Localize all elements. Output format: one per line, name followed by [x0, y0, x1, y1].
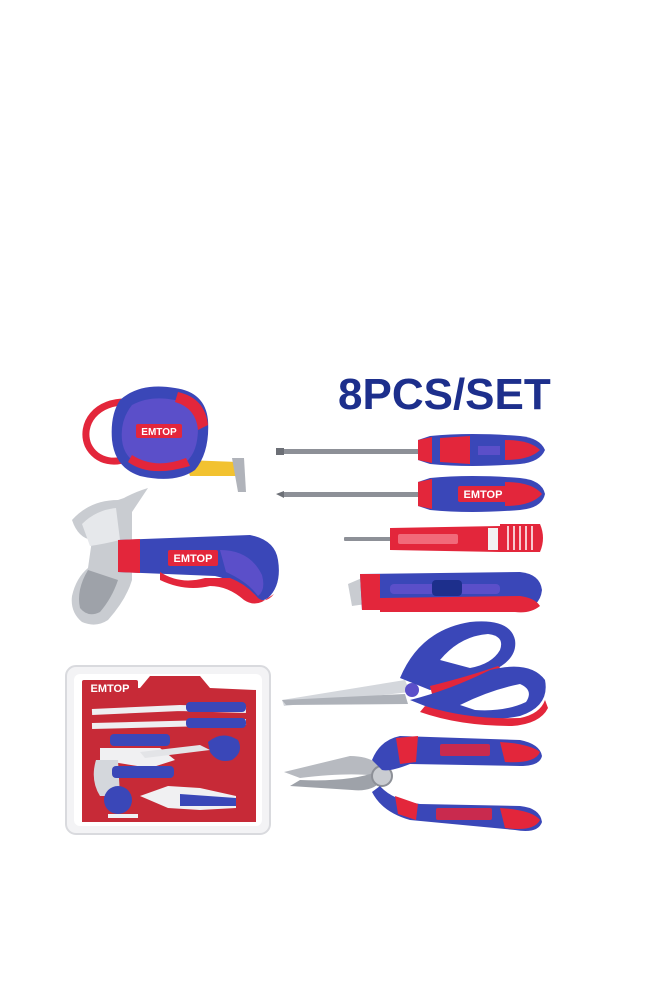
hammer-icon: EMTOP: [71, 488, 279, 625]
pliers-icon: [284, 736, 542, 831]
tape-measure-icon: EMTOP: [82, 386, 246, 492]
case-brand-label: EMTOP: [91, 683, 130, 695]
slotted-screwdriver: [276, 434, 545, 466]
case-icon: EMTOP: [65, 665, 271, 835]
scissors-icon: [282, 621, 548, 726]
hammer-brand-label: EMTOP: [174, 553, 213, 565]
test-pen-icon: [344, 524, 543, 552]
knife-icon: [348, 572, 542, 613]
screwdriver-brand-label: EMTOP: [464, 489, 503, 501]
tape-brand-label: EMTOP: [141, 427, 177, 438]
set-count-title: 8PCS/SET: [338, 370, 551, 419]
phillips-screwdriver: EMTOP: [276, 476, 545, 512]
